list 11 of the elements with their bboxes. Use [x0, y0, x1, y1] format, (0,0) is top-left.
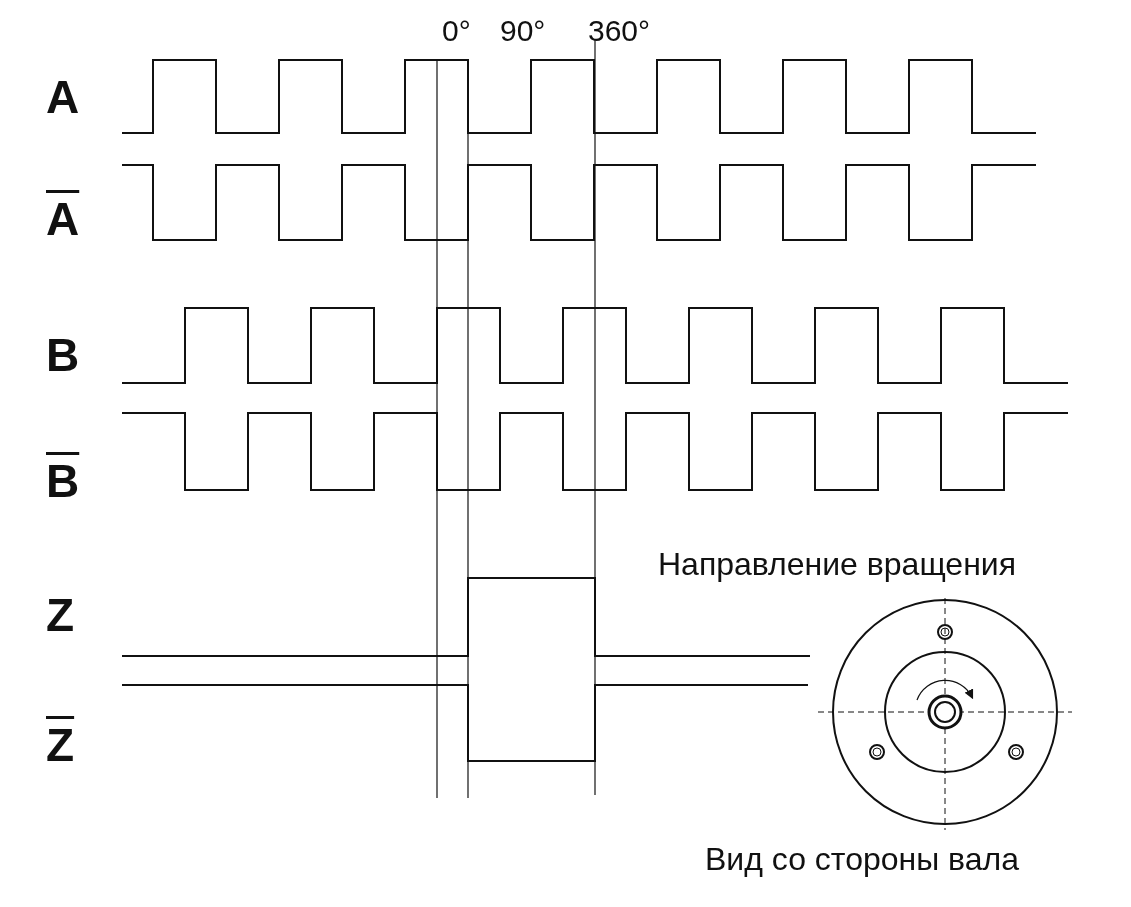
signal-name: Z: [46, 722, 75, 768]
angle-label: 360°: [588, 16, 651, 46]
signal-name: B: [46, 458, 80, 504]
signal-name: B: [46, 332, 80, 378]
caption-text: Направление вращения: [658, 548, 1017, 580]
angle-label: 0°: [442, 16, 471, 46]
signal-name: A: [46, 74, 80, 120]
angle-label: 90°: [500, 16, 546, 46]
caption-text: Вид со стороны вала: [705, 843, 1019, 875]
signal-name: A: [46, 196, 80, 242]
signal-name: Z: [46, 592, 75, 638]
